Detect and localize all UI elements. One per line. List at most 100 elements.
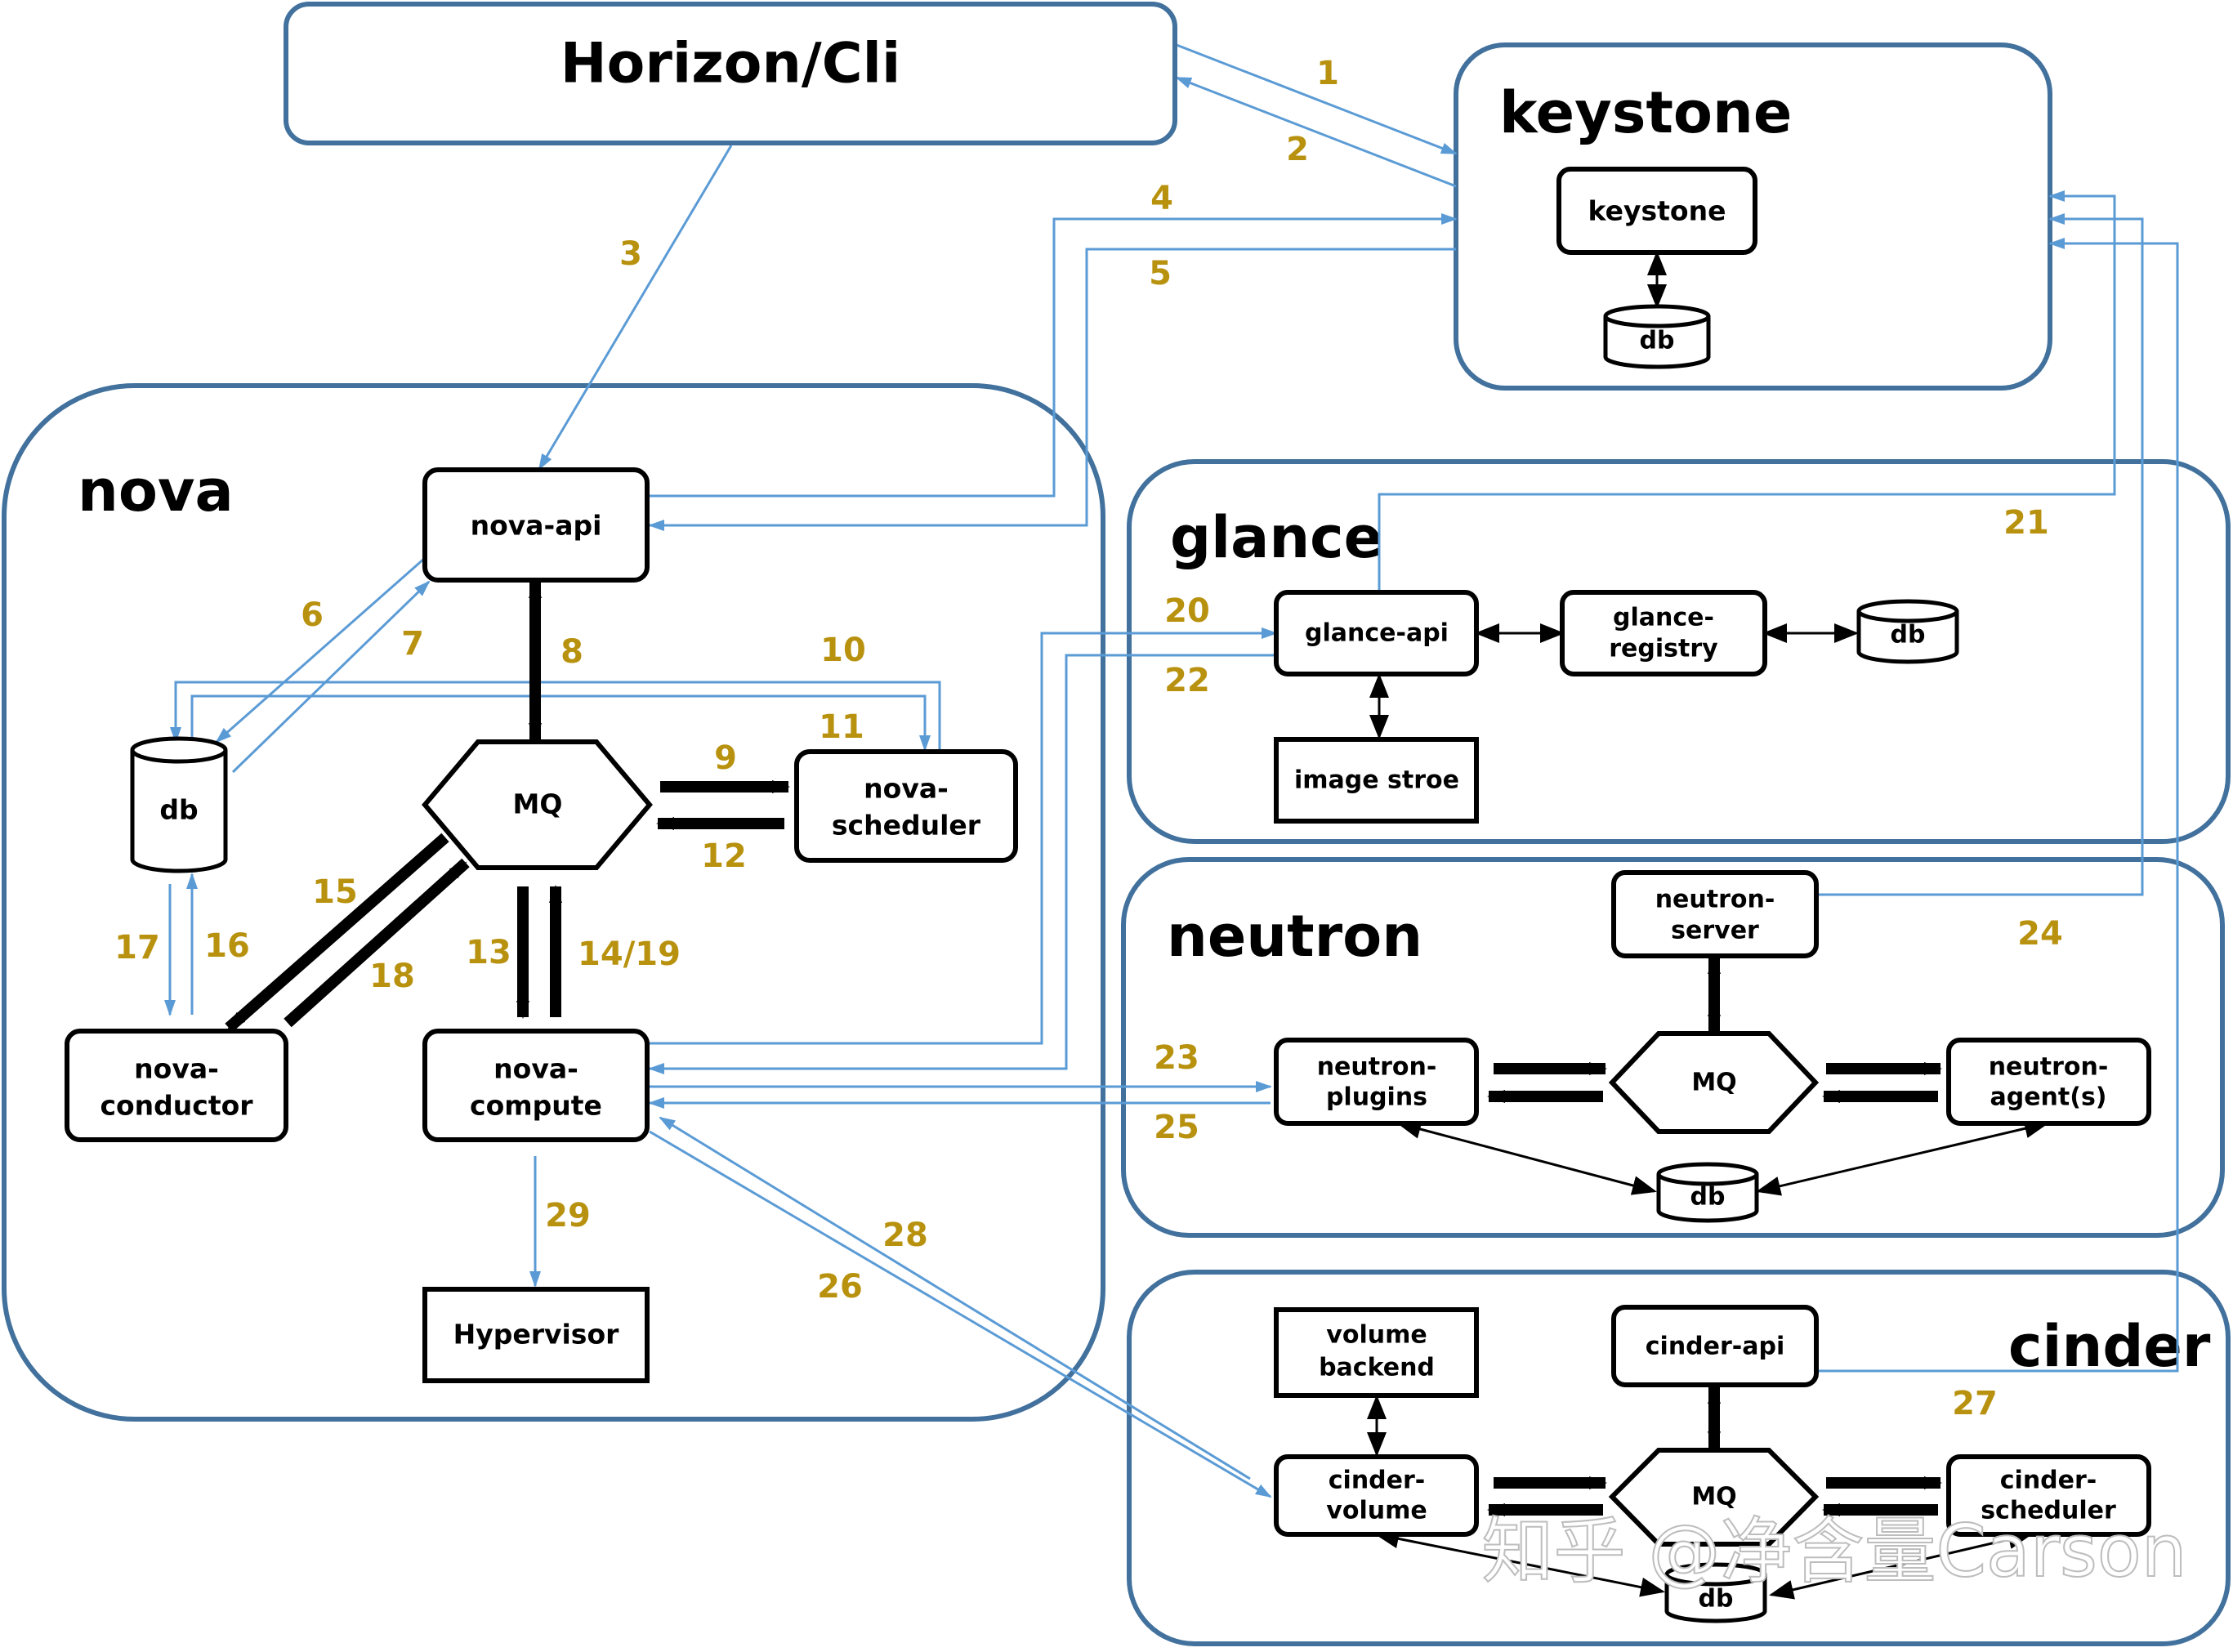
step-7: 7: [401, 625, 424, 663]
glance-api-label: glance-api: [1305, 619, 1449, 648]
step-22: 22: [1164, 662, 1210, 699]
nova-group-title: nova: [78, 458, 234, 525]
hypervisor-label: Hypervisor: [453, 1319, 620, 1351]
volume-backend-label-2: backend: [1319, 1354, 1435, 1382]
glance-registry-label-2: registry: [1609, 635, 1718, 663]
nova-conductor-label-1: nova-: [134, 1053, 219, 1085]
step-29: 29: [545, 1197, 591, 1235]
image-store-label: image stroe: [1294, 766, 1459, 795]
step-1: 1: [1316, 55, 1339, 92]
watermark-text: 知乎 @净含量Carson: [1482, 1509, 2187, 1593]
nova-compute-label-1: nova-: [493, 1053, 578, 1085]
cinder-scheduler-db-link: [1769, 1529, 2033, 1600]
nova-api-box: [422, 467, 650, 583]
step-5: 5: [1149, 255, 1172, 292]
neutron-mq-hexagon: [1608, 1031, 1820, 1134]
keystone-service-box: [1556, 167, 1757, 255]
glance-registry-box: [1560, 590, 1767, 676]
flow-10-arrow: [170, 681, 941, 750]
neutron-group-title: neutron: [1167, 903, 1422, 970]
neutron-server-box: [1611, 870, 1819, 958]
glance-group-title: glance: [1170, 504, 1382, 571]
step-25: 25: [1154, 1109, 1199, 1146]
cinder-volume-box: [1274, 1454, 1479, 1537]
glance-api-box: [1274, 590, 1479, 676]
nova-compute-label-2: compute: [470, 1090, 602, 1122]
nova-mq-label: MQ: [513, 788, 563, 820]
step-27: 27: [1952, 1385, 1998, 1422]
keystone-service-label: keystone: [1588, 195, 1726, 227]
neutron-plugins-label-1: neutron-: [1317, 1053, 1437, 1082]
nova-mq-hexagon: [422, 739, 653, 870]
flow-6-arrow: [215, 556, 426, 743]
step-23: 23: [1154, 1039, 1199, 1077]
nova-conductor-label-2: conductor: [100, 1090, 253, 1122]
step-16: 16: [204, 927, 250, 965]
glance-group: [1127, 459, 2231, 844]
keystone-group-title: keystone: [1499, 79, 1792, 146]
nova-api-label: nova-api: [471, 510, 602, 542]
neutron-plugins-db-link: [1396, 1119, 1657, 1195]
step-28: 28: [882, 1217, 928, 1254]
flow-11-arrow: [190, 694, 931, 752]
cinder-api-label: cinder-api: [1646, 1333, 1785, 1361]
flow-21-arrow: [1378, 190, 2116, 592]
glance-db-cylinder: db: [1856, 599, 1959, 664]
step-6: 6: [301, 596, 324, 634]
flow-22-arrow: [648, 654, 1276, 1074]
keystone-db-label: db: [1640, 327, 1675, 355]
volume-backend-box: [1274, 1307, 1479, 1398]
neutron-db-cylinder: db: [1656, 1162, 1759, 1223]
flow-2-arrow: [1175, 76, 1457, 188]
step-14-19: 14/19: [578, 935, 681, 973]
nova-db-cylinder: db: [130, 736, 228, 873]
neutron-agents-db-link: [1756, 1118, 2049, 1196]
step-12: 12: [701, 837, 747, 875]
hypervisor-box: [422, 1287, 650, 1383]
step-15: 15: [312, 873, 358, 911]
horizon-cli-box: [284, 2, 1177, 145]
neutron-agents-label-1: neutron-: [1989, 1053, 2109, 1082]
neutron-server-label-1: neutron-: [1655, 886, 1775, 914]
nova-conductor-box: [65, 1029, 288, 1142]
flow-5-arrow: [648, 248, 1456, 531]
cinder-scheduler-box: [1946, 1454, 2151, 1537]
neutron-plugins-label-2: plugins: [1326, 1083, 1427, 1112]
step-26: 26: [817, 1268, 863, 1306]
flow-4-arrow: [650, 213, 1458, 498]
cinder-mq-hexagon: [1608, 1448, 1820, 1547]
volume-backend-label-1: volume: [1326, 1321, 1427, 1350]
cinder-volume-db-link: [1374, 1529, 1665, 1597]
image-store-box: [1274, 737, 1479, 824]
flow-24-arrow: [1819, 213, 2144, 896]
step-8: 8: [560, 633, 583, 671]
cinder-mq-label: MQ: [1691, 1483, 1736, 1511]
cinder-scheduler-label-1: cinder-: [2000, 1467, 2097, 1495]
step-18: 18: [369, 958, 415, 995]
nova-db-label: db: [159, 794, 198, 826]
step-2: 2: [1286, 131, 1309, 168]
step-13: 13: [466, 934, 511, 971]
step-21: 21: [2003, 504, 2049, 542]
step-17: 17: [114, 929, 160, 967]
flow-26-arrow: [649, 1130, 1272, 1498]
flow-28-arrow: [659, 1116, 1251, 1480]
cinder-volume-label-1: cinder-: [1329, 1467, 1426, 1495]
flow-7-arrow: [231, 580, 431, 774]
nova-scheduler-label-2: scheduler: [832, 810, 981, 842]
cinder-group: [1127, 1270, 2231, 1646]
flow-27-arrow: [1819, 238, 2179, 1373]
step-3: 3: [619, 235, 642, 273]
step-10: 10: [820, 632, 866, 669]
neutron-plugins-box: [1274, 1038, 1479, 1126]
flow-18-arrow: [284, 858, 470, 1028]
flow-15-arrow: [225, 833, 449, 1033]
step-20: 20: [1164, 592, 1210, 630]
step-24: 24: [2017, 915, 2063, 953]
cinder-scheduler-label-2: scheduler: [1981, 1497, 2116, 1525]
neutron-db-label: db: [1690, 1183, 1726, 1212]
neutron-agents-label-2: agent(s): [1990, 1083, 2106, 1112]
cinder-volume-label-2: volume: [1326, 1497, 1427, 1525]
glance-registry-label-1: glance-: [1613, 604, 1714, 632]
horizon-cli-label: Horizon/Cli: [560, 32, 901, 96]
